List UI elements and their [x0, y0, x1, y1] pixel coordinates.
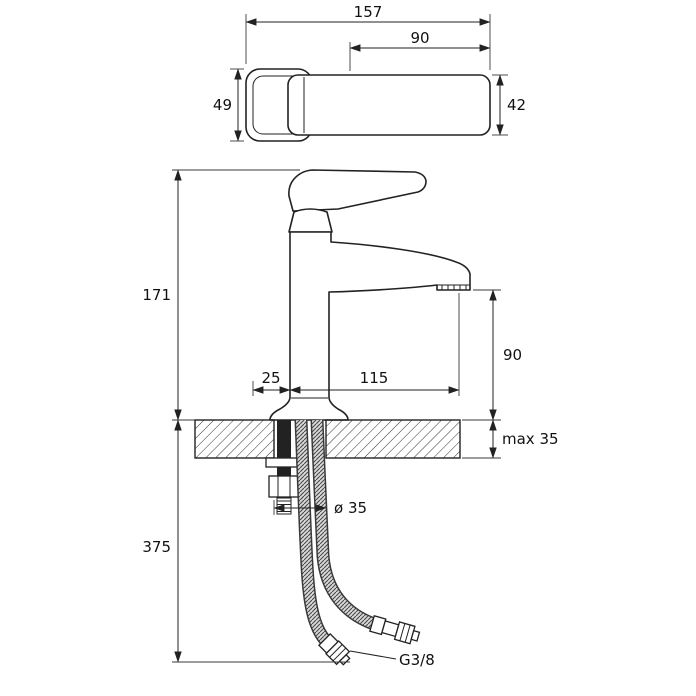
dim-label-body-depth: 49: [213, 96, 232, 114]
thread-leader-line: [349, 650, 397, 660]
spout-aerator: [437, 284, 470, 290]
countertop-right-section: [325, 419, 461, 459]
dim-label-spout-outlet-height: 90: [503, 346, 522, 364]
hose-fitting-right: [369, 614, 421, 645]
dim-label-total-height: 171: [142, 286, 171, 304]
dim-label-overall-width: 157: [354, 3, 383, 21]
front-view-dimensions: 171 90 25 115 max 35 ø 35 375 G3/8: [142, 169, 559, 669]
countertop: [194, 419, 461, 459]
faucet-lever: [288, 169, 427, 212]
dim-label-lever-length: 90: [410, 29, 429, 47]
faucet-cap: [288, 208, 333, 233]
dim-label-hose-length: 375: [142, 538, 171, 556]
dim-label-lever-depth: 42: [507, 96, 526, 114]
threaded-rod-tip: [276, 497, 292, 515]
dim-label-thread-size: G3/8: [399, 651, 435, 669]
dim-label-axis-offset: 25: [261, 369, 280, 387]
hose-fitting-left: [318, 633, 351, 666]
top-view-dimensions: 157 90 49 42: [213, 3, 526, 142]
top-view: [245, 68, 491, 142]
mounting-nut: [268, 475, 300, 498]
countertop-left-section: [194, 419, 275, 459]
front-view: [269, 169, 471, 421]
top-view-lever: [287, 74, 491, 136]
supply-hoses: [294, 419, 421, 666]
faucet-body: [269, 231, 471, 421]
dim-label-max-deck-thickness: max 35: [502, 430, 559, 448]
dim-label-hole-diameter: ø 35: [334, 499, 367, 517]
dim-label-spout-reach: 115: [360, 369, 389, 387]
